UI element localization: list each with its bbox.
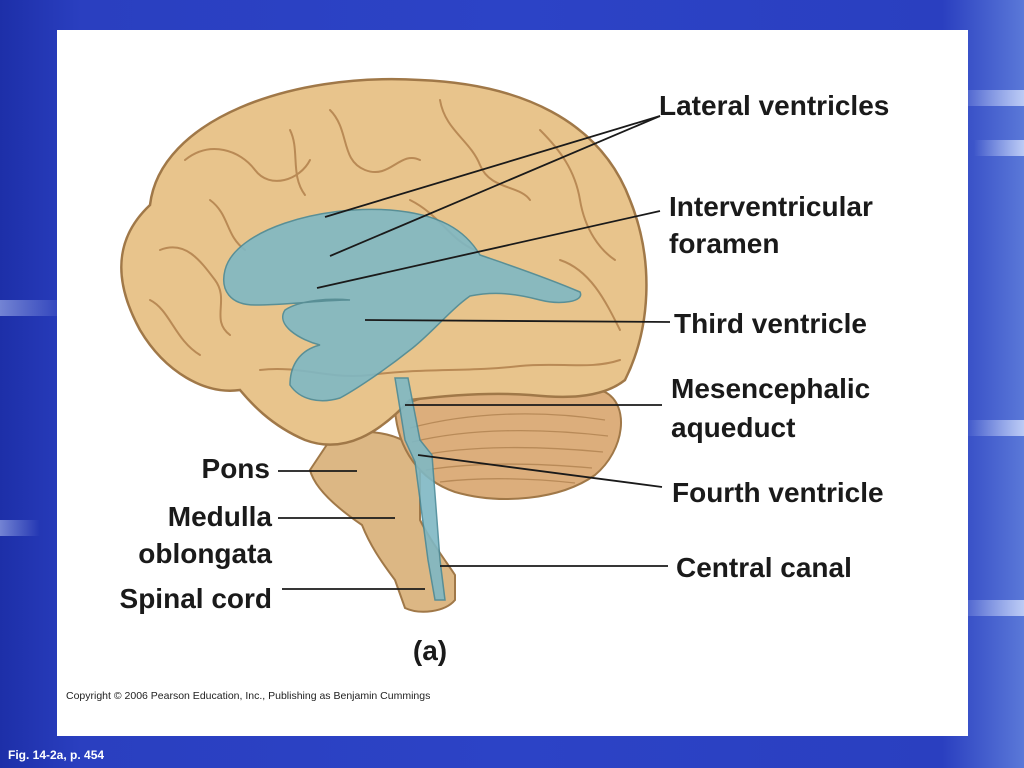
figure-caption: Fig. 14-2a, p. 454 <box>8 748 105 762</box>
label-foramen: foramen <box>669 228 779 259</box>
label-central-canal: Central canal <box>676 552 852 583</box>
label-medulla: Medulla <box>168 501 273 532</box>
label-mesencephalic: Mesencephalic <box>671 373 870 404</box>
label-oblongata: oblongata <box>138 538 272 569</box>
label-third-ventricle: Third ventricle <box>674 308 867 339</box>
ventricular-system <box>223 208 582 601</box>
copyright-text: Copyright © 2006 Pearson Education, Inc.… <box>66 690 430 702</box>
label-lateral-ventricles: Lateral ventricles <box>659 90 889 121</box>
panel-letter: (a) <box>413 635 447 666</box>
label-aqueduct: aqueduct <box>671 412 795 443</box>
label-pons: Pons <box>202 453 270 484</box>
label-fourth-ventricle: Fourth ventricle <box>672 477 884 508</box>
label-interventricular: Interventricular <box>669 191 873 222</box>
label-spinal-cord: Spinal cord <box>120 583 272 614</box>
